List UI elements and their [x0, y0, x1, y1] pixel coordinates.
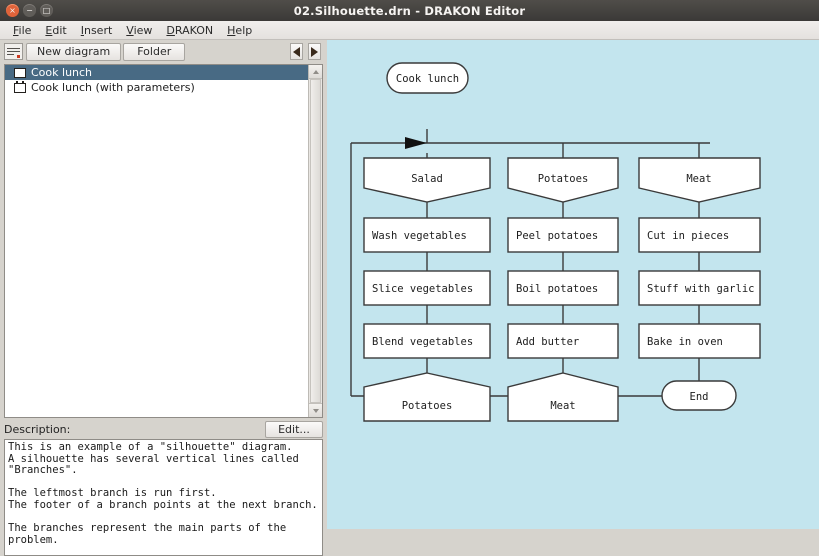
list-icon-line [7, 53, 15, 56]
triangle-up-glyph [312, 69, 319, 74]
node-end-label: End [690, 391, 709, 403]
entry-arrow-icon [405, 137, 427, 149]
node-title-label: Cook lunch [396, 73, 459, 85]
action-slice-vegetables[interactable] [363, 270, 491, 306]
action-wash-vegetables[interactable] [363, 217, 491, 253]
node-end[interactable] [661, 380, 737, 411]
minimize-icon[interactable]: − [23, 4, 36, 17]
drakon-silhouette-diagram: Cook lunch Salad Wash vegetables Slice v… [350, 62, 761, 422]
window-controls: × − □ [6, 4, 53, 17]
action-peel-potatoes-label: Peel potatoes [516, 230, 598, 242]
action-add-butter-label: Add butter [516, 336, 579, 348]
menu-help-label: elp [235, 23, 253, 37]
maximize-icon[interactable]: □ [40, 4, 53, 17]
diagram-params-icon [14, 80, 26, 93]
action-bake-in-oven[interactable] [638, 323, 761, 359]
branch-footer-meat-label: Meat [550, 400, 575, 412]
description-header: Description: Edit... [4, 421, 323, 438]
diagram-toolbar: New diagram Folder [0, 40, 327, 63]
tree-scrollbar[interactable] [308, 65, 322, 417]
list-icon-line [7, 50, 20, 53]
menu-drakon[interactable]: DRAKON [159, 23, 220, 38]
action-cut-in-pieces[interactable] [638, 217, 761, 253]
action-blend-vegetables-label: Blend vegetables [372, 336, 473, 348]
menu-file[interactable]: File [6, 23, 38, 38]
diagram-tree-list: Cook lunch Cook lunch (with parameters) [5, 65, 308, 417]
arrow-right-icon[interactable] [308, 43, 321, 60]
menu-insert[interactable]: Insert [74, 23, 120, 38]
menu-view-label: iew [133, 23, 153, 37]
action-peel-potatoes[interactable] [507, 217, 619, 253]
list-icon-line [7, 47, 20, 50]
action-blend-vegetables[interactable] [363, 323, 491, 359]
triangle-left-glyph [293, 46, 300, 57]
action-boil-potatoes[interactable] [507, 270, 619, 306]
list-view-icon[interactable] [4, 43, 23, 60]
nav-buttons [290, 43, 323, 60]
menu-file-mnemonic: F [13, 23, 19, 37]
tree-item-cook-lunch-with-parameters[interactable]: Cook lunch (with parameters) [5, 80, 308, 95]
description-text: This is an example of a "silhouette" dia… [8, 441, 318, 546]
node-title-cook-lunch[interactable] [386, 62, 469, 94]
action-slice-vegetables-label: Slice vegetables [372, 283, 473, 295]
left-pane: New diagram Folder Cook lunch Cook lunch… [0, 40, 327, 556]
menu-insert-mnemonic: I [80, 23, 84, 37]
branch-header-potatoes-label: Potatoes [538, 173, 589, 185]
window-title: 02.Silhouette.drn - DRAKON Editor [293, 3, 526, 18]
scroll-down-icon[interactable] [309, 403, 322, 417]
description-label: Description: [4, 423, 71, 436]
scroll-up-icon[interactable] [309, 65, 322, 79]
branch-header-potatoes[interactable] [507, 157, 619, 203]
menu-view[interactable]: View [119, 23, 159, 38]
close-icon[interactable]: × [6, 4, 19, 17]
list-icon-accent-dot [17, 54, 20, 58]
menu-edit-label: dit [52, 23, 67, 37]
branch-header-meat[interactable] [638, 157, 761, 203]
menu-edit[interactable]: Edit [38, 23, 73, 38]
menu-file-label: ile [18, 23, 32, 37]
branch-footer-meat[interactable] [507, 372, 619, 422]
title-bar: × − □ 02.Silhouette.drn - DRAKON Editor [0, 0, 819, 22]
branch-header-meat-label: Meat [686, 173, 711, 185]
new-diagram-button[interactable]: New diagram [26, 42, 122, 61]
action-stuff-with-garlic[interactable] [638, 270, 761, 306]
folder-button[interactable]: Folder [123, 42, 186, 61]
action-wash-vegetables-label: Wash vegetables [372, 230, 467, 242]
tree-item-cook-lunch[interactable]: Cook lunch [5, 65, 308, 80]
edit-description-button[interactable]: Edit... [265, 421, 323, 438]
triangle-down-glyph [312, 408, 319, 413]
action-cut-in-pieces-label: Cut in pieces [647, 230, 729, 242]
action-bake-in-oven-label: Bake in oven [647, 336, 723, 348]
diagram-icon [14, 67, 26, 78]
menu-help-mnemonic: H [227, 23, 236, 37]
scrollbar-thumb[interactable] [310, 79, 321, 403]
action-boil-potatoes-label: Boil potatoes [516, 283, 598, 295]
branch-header-salad-label: Salad [411, 173, 443, 185]
menu-edit-mnemonic: E [45, 23, 53, 37]
arrow-left-icon[interactable] [290, 43, 303, 60]
diagram-tree: Cook lunch Cook lunch (with parameters) [4, 64, 323, 418]
tree-item-label: Cook lunch (with parameters) [31, 81, 195, 94]
tree-item-label: Cook lunch [31, 66, 93, 79]
description-panel[interactable]: This is an example of a "silhouette" dia… [4, 439, 323, 556]
action-add-butter[interactable] [507, 323, 619, 359]
branch-footer-potatoes[interactable] [363, 372, 491, 422]
diagram-canvas[interactable]: Cook lunch Salad Wash vegetables Slice v… [327, 40, 819, 529]
menu-drakon-label: RAKON [174, 23, 214, 37]
menu-bar: File Edit Insert View DRAKON Help [0, 21, 819, 40]
branch-header-salad[interactable] [363, 157, 491, 203]
action-stuff-with-garlic-label: Stuff with garlic [647, 283, 754, 295]
triangle-right-glyph [311, 46, 318, 57]
branch-footer-potatoes-label: Potatoes [402, 400, 453, 412]
menu-insert-label: nsert [83, 23, 113, 37]
menu-help[interactable]: Help [220, 23, 259, 38]
menu-drakon-mnemonic: D [166, 23, 175, 37]
menu-view-mnemonic: V [126, 23, 134, 37]
